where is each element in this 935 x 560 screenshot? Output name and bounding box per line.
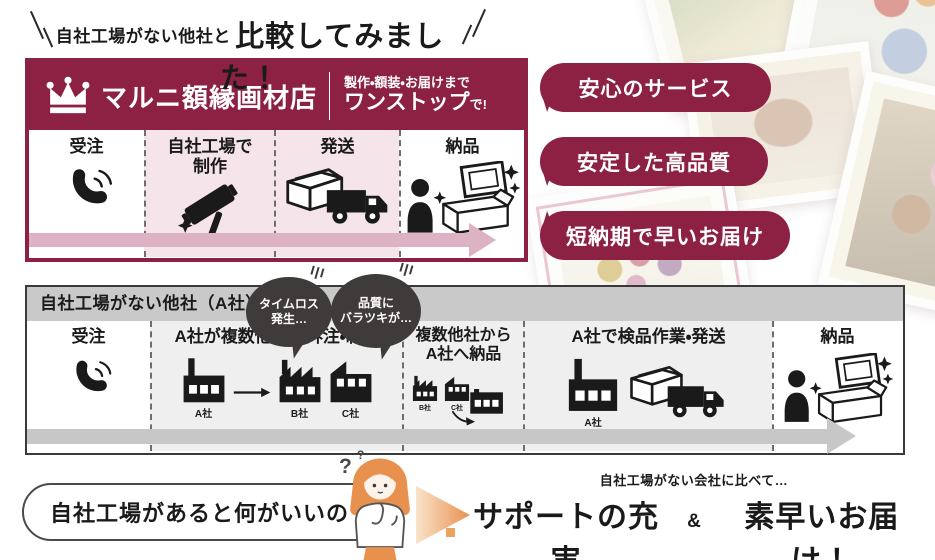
- factory-c-small: C社: [444, 373, 470, 413]
- brand-tagline: 製作・額装・お届けまで ワンストップで!: [344, 76, 487, 115]
- badge-tail: [533, 162, 554, 186]
- factory-icon: [444, 373, 470, 402]
- bubble-text: 品質に バラツキが…: [339, 296, 412, 325]
- process-flow-arrow: [27, 418, 856, 454]
- page-title: 自社工場がない他社と 比較してみました！: [30, 13, 470, 97]
- question-text: 自社工場があると何がいいの？: [50, 501, 373, 526]
- step-label: 納品: [820, 327, 855, 346]
- factory-label: B社: [418, 404, 432, 412]
- step-label: 受注: [71, 327, 106, 346]
- stress-lines: [310, 265, 325, 281]
- factory-a: A社: [182, 355, 226, 420]
- other-company-panel-header: 自社工場がない他社（A社）: [27, 287, 903, 321]
- factory-group: A社: [567, 355, 730, 429]
- badge-tail: [533, 211, 554, 235]
- badge-tail: [533, 88, 554, 112]
- step-label: 受注: [69, 137, 104, 156]
- title-main: 比較してみました！: [219, 21, 445, 95]
- step-label: 自社工場で 制作: [167, 137, 253, 177]
- step-label: 発送: [320, 137, 355, 156]
- factory-c: C社: [329, 355, 373, 420]
- tagline-tail: で!: [469, 97, 487, 113]
- maruni-steps-row: 受注 自社工場で 制作 発送 納品: [29, 130, 524, 257]
- benefit-speed: 素早いお届け！: [710, 492, 933, 560]
- step-label: 納品: [445, 137, 480, 156]
- factory-icon: [567, 355, 619, 413]
- badge-label: 安定した高品質: [577, 151, 731, 175]
- step-label: 複数他社から A社へ納品: [415, 327, 512, 363]
- box-truck-icon: [626, 363, 730, 425]
- thinking-woman-illustration: [350, 458, 410, 560]
- question-mark-small: ?: [357, 448, 365, 462]
- other-company-steps-row: 受注 A社が複数他社に外注・制作 A社 B社: [27, 321, 903, 454]
- maruni-panel-header: マルニ額縁画材店 製作・額装・お届けまで ワンストップで!: [29, 62, 524, 130]
- brand-name: マルニ額縁画材店: [101, 82, 318, 113]
- title-prefix: 自社工場がない他社と: [55, 27, 231, 46]
- factory-icon: [468, 389, 512, 429]
- factory-a: A社: [567, 355, 619, 429]
- factory-label: C社: [450, 404, 464, 412]
- arrow-right-icon: [233, 387, 271, 398]
- factory-icon: [182, 355, 226, 404]
- header-divider: [329, 72, 331, 120]
- bubble-text: タイムロス 発生…: [259, 297, 319, 326]
- box-truck-icon: [282, 165, 394, 232]
- delivery-icon: [404, 161, 522, 238]
- tagline-big: ワンストップ: [344, 91, 470, 115]
- factory-icon: [412, 373, 438, 402]
- factory-group: A社 B社 C社: [182, 355, 373, 420]
- other-company-process-panel: 自社工場がない他社（A社） 受注 A社が複数他社に外注・制作 A社 B社: [25, 285, 905, 455]
- complaint-bubble-quality: 品質に バラツキが…: [331, 262, 421, 348]
- orange-square-decoration: [446, 528, 455, 537]
- question-pill: 自社工場があると何がいいの？: [22, 483, 392, 541]
- stress-lines: [399, 262, 414, 278]
- factory-icon: [329, 355, 373, 404]
- process-flow-arrow: [29, 223, 496, 257]
- factory-label: A社: [194, 409, 213, 421]
- badge-label: 短納期で早いお届け: [566, 225, 764, 249]
- step-label: A社で検品作業・発送: [571, 327, 726, 346]
- factory-label: B社: [290, 409, 309, 421]
- factory-label: A社: [584, 418, 602, 430]
- badge-quality: 安定した高品質: [533, 137, 768, 186]
- complaint-bubble-timeloss: タイムロス 発生…: [246, 265, 332, 347]
- badge-fast-delivery: 短納期で早いお届け: [533, 211, 790, 260]
- result-lead: 自社工場がない会社に比べて…: [599, 473, 789, 488]
- benefit-support: サポートの充実: [455, 492, 678, 560]
- delivery-icon: [781, 353, 895, 427]
- maruni-process-panel: マルニ額縁画材店 製作・額装・お届けまで ワンストップで! 受注 自社工場で 制…: [25, 58, 528, 262]
- phone-icon: [59, 163, 115, 221]
- factory-b: B社: [278, 355, 322, 420]
- tagline-line1: 製作・額装・お届けまで: [344, 75, 470, 91]
- factory-icon: [278, 355, 322, 404]
- badge-service: 安心のサービス: [533, 63, 771, 112]
- ampersand: &: [687, 511, 701, 532]
- phone-icon: [64, 355, 114, 407]
- result-block: 自社工場がない会社に比べて… サポートの充実 & 素早いお届け！: [455, 470, 933, 560]
- question-mark: ?: [339, 455, 352, 478]
- badge-label: 安心のサービス: [578, 77, 733, 101]
- title-slash-decoration: [471, 8, 487, 38]
- transition-arrow: [416, 486, 470, 544]
- framed-picture-flower-vase: [777, 0, 935, 128]
- result-benefits: サポートの充実 & 素早いお届け！: [455, 492, 933, 560]
- factory-b-small: B社: [412, 373, 438, 413]
- factory-label: C社: [341, 409, 360, 421]
